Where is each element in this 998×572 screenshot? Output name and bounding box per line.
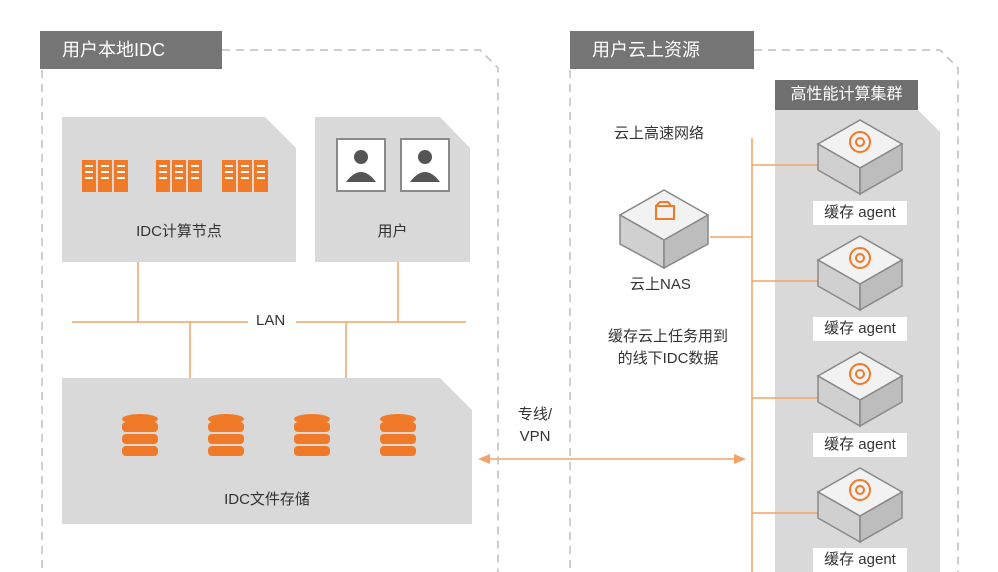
idc-title: 用户本地IDC (62, 40, 165, 60)
storage-panel (62, 378, 472, 524)
agent-label: 缓存 agent (813, 548, 907, 572)
storage-label: IDC文件存储 (224, 491, 310, 508)
vpn-label-line1: 专线/ (517, 406, 553, 423)
cache-note-line1: 缓存云上任务用到 (607, 328, 728, 345)
cache-note: 缓存云上任务用到 的线下IDC数据 (598, 326, 738, 370)
compute-node-label: IDC计算节点 (136, 223, 222, 240)
agent-cube-icon (816, 351, 904, 428)
agent-label: 缓存 agent (813, 433, 907, 457)
network-label: 云上高速网络 (614, 125, 705, 142)
arrow-left-icon (478, 454, 490, 464)
agent-cube-icon (816, 119, 904, 196)
cloud-title-tab: 用户云上资源 (570, 31, 754, 69)
vpn-label: 专线/ VPN (505, 404, 565, 448)
user-avatar-icons (336, 138, 450, 192)
vpn-label-line2: VPN (519, 428, 551, 445)
cluster-title: 高性能计算集群 (775, 80, 918, 110)
agent-label: 缓存 agent (813, 317, 907, 341)
arrow-right-icon (734, 454, 746, 464)
cloud-dashed-boundary (754, 49, 959, 572)
user-label: 用户 (377, 223, 408, 240)
lan-label: LAN (248, 312, 294, 329)
agent-label: 缓存 agent (813, 201, 907, 225)
cloud-title: 用户云上资源 (592, 40, 700, 60)
nas-cube-icon (618, 189, 710, 270)
agent-cube-icon (816, 235, 904, 312)
idc-title-tab: 用户本地IDC (40, 31, 222, 69)
cache-note-line2: 的线下IDC数据 (617, 350, 719, 367)
database-icons (122, 414, 416, 456)
server-icons (82, 160, 268, 192)
idc-dashed-boundary (222, 49, 499, 572)
agent-cube-icon (816, 467, 904, 544)
nas-label: 云上NAS (624, 273, 697, 294)
